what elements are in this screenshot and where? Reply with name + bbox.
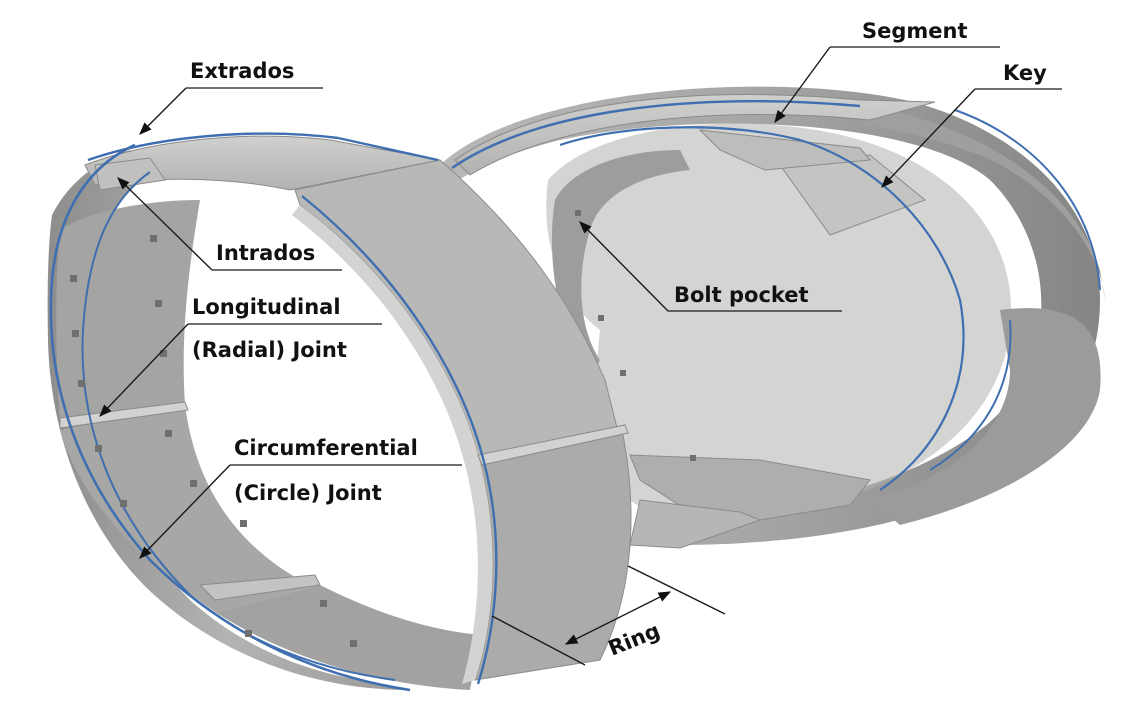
bolt-pocket-label: Bolt pocket — [674, 283, 809, 307]
back-ring-bottom-segment — [629, 454, 871, 521]
front-ring-gasket-top — [87, 132, 439, 162]
bolt-pocket-mark — [95, 445, 102, 452]
front-ring-joint-plate-right — [477, 424, 629, 466]
label-segment: Segment — [774, 19, 1000, 124]
label-key: Key — [881, 61, 1062, 188]
bolt-pocket-mark — [70, 275, 77, 282]
bolt-pocket-mark — [350, 640, 357, 647]
front-ring — [47, 132, 696, 692]
extrados-leader — [139, 87, 187, 135]
key-leader — [881, 88, 976, 188]
bolt-pocket-mark — [150, 235, 157, 242]
bolt-pocket-mark — [320, 600, 327, 607]
label-extrados: Extrados — [139, 59, 323, 135]
bolt-pocket-mark — [120, 500, 127, 507]
front-ring-left-wall — [47, 150, 411, 690]
back-ring-top-segment — [454, 94, 936, 176]
label-bolt-pocket: Bolt pocket — [579, 221, 842, 312]
back-ring-gasket-right — [954, 109, 1101, 291]
label-longitudinal-joint: Longitudinal (Radial) Joint — [99, 295, 382, 417]
longitudinal-label-line2: (Radial) Joint — [192, 338, 347, 362]
front-ring-bottom-plate — [198, 574, 321, 601]
ring-extension-line-front — [491, 615, 586, 666]
label-circumferential-joint: Circumferential (Circle) Joint — [139, 436, 462, 559]
bolt-pocket-mark — [240, 520, 247, 527]
segment-leader — [774, 46, 831, 124]
bolt-pocket-mark — [155, 300, 162, 307]
circumferential-leader — [139, 464, 231, 559]
segment-label: Segment — [862, 19, 968, 43]
middle-ring-inner-face — [551, 150, 690, 380]
bolt-pocket-mark — [160, 350, 167, 357]
back-ring — [440, 86, 1105, 549]
front-ring-gasket-right — [301, 195, 498, 685]
ring-dimension-arrow — [564, 591, 672, 645]
circumferential-label-line2: (Circle) Joint — [234, 481, 382, 505]
front-ring-right-inner-edge — [292, 205, 493, 684]
front-ring-joint-plate — [59, 401, 189, 429]
bolt-pocket-mark — [620, 370, 626, 376]
back-ring-gasket-top — [451, 100, 861, 169]
bolt-pocket-mark — [190, 480, 197, 487]
front-ring-top-plate-left — [94, 157, 166, 191]
back-ring-gasket-inner — [559, 126, 965, 491]
extrados-label: Extrados — [190, 59, 294, 83]
back-ring-bottom-plate — [629, 499, 762, 549]
bolt-pocket-mark — [78, 380, 85, 387]
bolt-pocket-mark — [690, 455, 696, 461]
intrados-label: Intrados — [216, 241, 315, 265]
label-intrados: Intrados — [117, 177, 342, 271]
front-ring-left-face-lower — [60, 405, 320, 612]
bolt-pocket-mark — [598, 315, 604, 321]
front-ring-left-face-upper — [56, 200, 200, 425]
bolt-pocket-mark — [245, 630, 252, 637]
back-ring-gasket-rear — [929, 319, 1012, 471]
circumferential-label-line1: Circumferential — [234, 436, 418, 460]
front-ring-gasket-inner — [81, 171, 396, 681]
intrados-leader — [117, 177, 213, 271]
key-label: Key — [1003, 61, 1047, 85]
bolt-pockets — [70, 210, 696, 647]
back-ring-lower-face — [870, 308, 1101, 525]
back-ring-right-face — [860, 105, 1105, 300]
longitudinal-label-line1: Longitudinal — [192, 295, 341, 319]
longitudinal-leader — [99, 323, 189, 417]
bolt-pocket-mark — [165, 430, 172, 437]
bolt-pocket-mark — [72, 330, 79, 337]
bolt-pocket-mark — [575, 210, 581, 216]
back-ring-inner-face — [546, 123, 1012, 520]
bolt-pocket-leader — [579, 221, 669, 312]
ring-extension-line-back — [627, 565, 726, 615]
front-ring-bottom-face — [215, 585, 480, 690]
segment-plate — [698, 129, 871, 171]
front-ring-gasket-outer — [49, 143, 411, 692]
